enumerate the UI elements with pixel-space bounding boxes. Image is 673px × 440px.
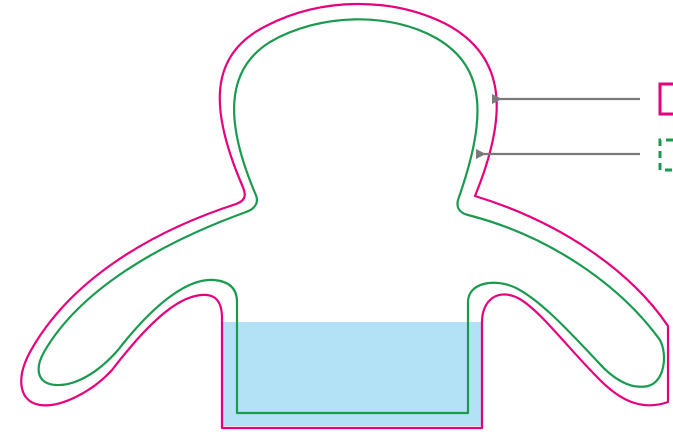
legend-swatch-solid [660, 84, 673, 114]
legend-swatch-dashed [660, 140, 673, 170]
filled-region [223, 322, 482, 426]
